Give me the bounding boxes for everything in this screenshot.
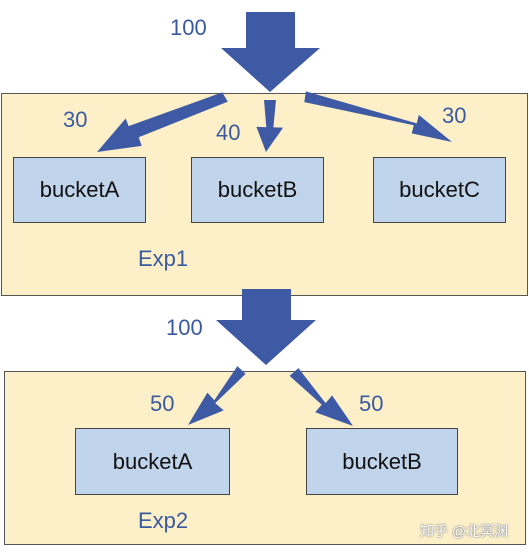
exp1-bucketA: bucketA (13, 157, 146, 223)
exp1-bucketA-value: 30 (63, 107, 88, 132)
exp1-bucketB: bucketB (191, 157, 324, 223)
exp1-arrow-to-bucketA (97, 92, 228, 152)
exp1-bucketC-value: 30 (442, 103, 467, 128)
exp1-bucketB-value: 40 (216, 120, 241, 145)
exp2-incoming-arrow (216, 289, 316, 365)
exp2-bucketB: bucketB (306, 428, 458, 495)
exp2-label: Exp2 (138, 508, 189, 533)
exp2-arrow-to-bucketB (289, 368, 353, 426)
exp1-bucketC: bucketC (373, 157, 506, 223)
watermark: 知乎 @北冥渊 (420, 523, 509, 539)
exp2-bucketA-value: 50 (150, 391, 175, 416)
exp2-incoming-value: 100 (166, 315, 203, 340)
exp1-arrow-to-bucketC (304, 91, 452, 142)
exp2-arrow-to-bucketA (188, 366, 246, 425)
exp1-label: Exp1 (138, 246, 189, 271)
exp1-arrow-to-bucketB (256, 100, 284, 152)
exp1-incoming-value: 100 (170, 15, 207, 40)
exp1-incoming-arrow (221, 12, 320, 92)
exp2-bucketB-value: 50 (359, 391, 384, 416)
exp2-bucketA: bucketA (75, 428, 230, 495)
